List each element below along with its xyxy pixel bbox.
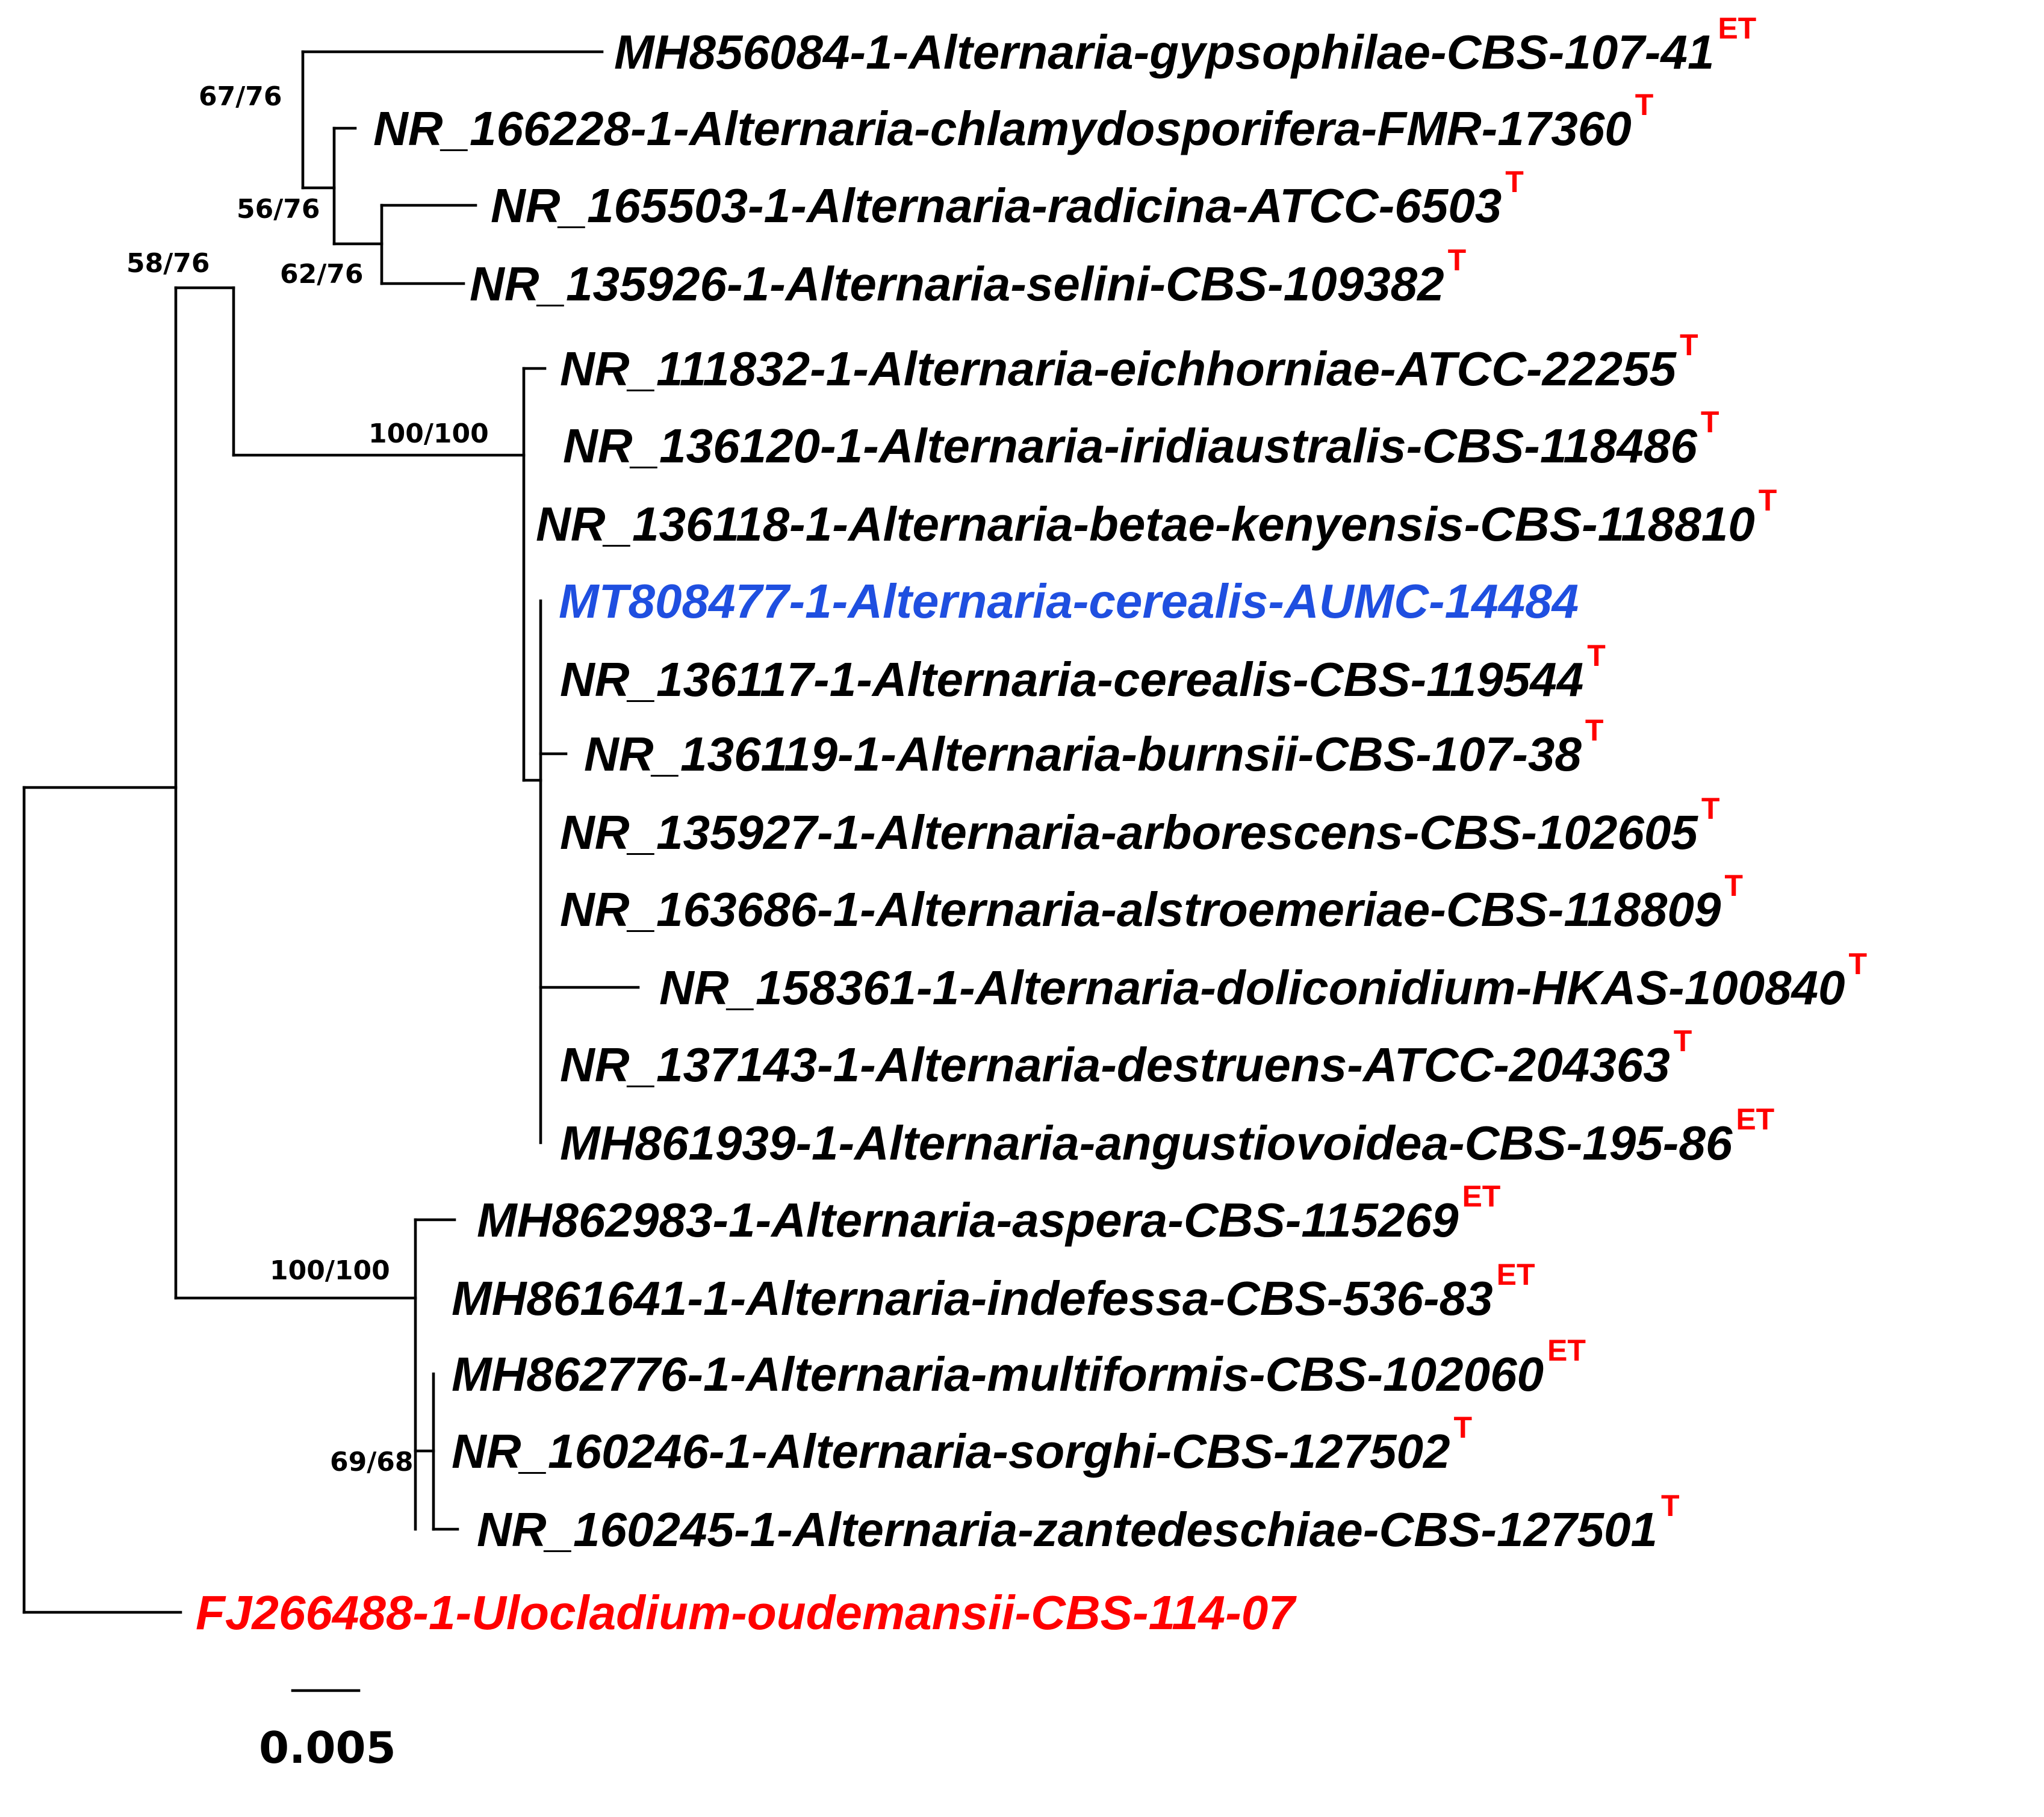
type-marker-sorghi: T xyxy=(1453,1411,1472,1444)
type-marker-arborescens: T xyxy=(1701,792,1720,825)
support-value-s4: 58/76 xyxy=(126,248,210,279)
taxon-label-doliconidium: NR_158361-1-Alternaria-doliconidium-HKAS… xyxy=(659,961,1845,1014)
taxon-label-betae-kenyensis: NR_136118-1-Alternaria-betae-kenyensis-C… xyxy=(536,497,1755,551)
taxon-label-iridiaustralis: NR_136120-1-Alternaria-iridiaustralis-CB… xyxy=(563,419,1697,473)
type-marker-destruens: T xyxy=(1674,1024,1692,1058)
support-values: 67/76 56/76 62/76 58/76 100/100 100/100 69/68 xyxy=(126,81,489,1477)
type-marker-chlamydosporifera: T xyxy=(1635,88,1654,122)
type-marker-doliconidium: T xyxy=(1849,947,1868,981)
taxon-label-multiformis: MH862776-1-Alternaria-multiformis-CBS-10… xyxy=(452,1347,1544,1401)
taxon-label-destruens: NR_137143-1-Alternaria-destruens-ATCC-20… xyxy=(560,1038,1670,1092)
type-marker-radicina: T xyxy=(1505,165,1524,199)
taxon-labels: MH856084-1-Alternaria-gypsophilae-CBS-10… xyxy=(196,11,1867,1639)
taxon-label-cerealis-cbs: NR_136117-1-Alternaria-cerealis-CBS-1195… xyxy=(560,653,1583,706)
taxon-label-indefessa: MH861641-1-Alternaria-indefessa-CBS-536-… xyxy=(452,1272,1493,1325)
taxon-label-eichhorniae: NR_111832-1-Alternaria-eichhorniae-ATCC-… xyxy=(560,342,1677,396)
type-marker-selini: T xyxy=(1448,243,1467,277)
taxon-label-cerealis-aumc: MT808477-1-Alternaria-cerealis-AUMC-1448… xyxy=(559,574,1579,628)
taxon-label-zantedeschiae: NR_160245-1-Alternaria-zantedeschiae-CBS… xyxy=(477,1503,1657,1556)
support-value-s2: 56/76 xyxy=(237,194,320,225)
support-value-s3: 62/76 xyxy=(280,259,364,290)
tree-branches xyxy=(22,50,640,1614)
type-marker-angustiovoidea: ET xyxy=(1736,1102,1774,1136)
taxon-label-chlamydosporifera: NR_166228-1-Alternaria-chlamydosporifera… xyxy=(373,102,1632,155)
type-marker-cerealis-cbs: T xyxy=(1587,639,1606,672)
scale-bar: 0.005 xyxy=(259,1689,396,1773)
taxon-label-selini: NR_135926-1-Alternaria-selini-CBS-109382 xyxy=(470,257,1444,311)
type-marker-alstroemeriae: T xyxy=(1724,869,1743,902)
type-marker-aspera: ET xyxy=(1462,1179,1500,1213)
taxon-label-alstroemeriae: NR_163686-1-Alternaria-alstroemeriae-CBS… xyxy=(560,883,1721,936)
type-marker-indefessa: ET xyxy=(1497,1258,1535,1291)
type-marker-eichhorniae: T xyxy=(1680,328,1698,362)
type-marker-iridiaustralis: T xyxy=(1701,405,1719,439)
support-value-s1: 67/76 xyxy=(199,81,282,112)
type-marker-betae-kenyensis: T xyxy=(1759,483,1777,517)
support-value-s6: 100/100 xyxy=(270,1255,390,1286)
taxon-label-arborescens: NR_135927-1-Alternaria-arborescens-CBS-1… xyxy=(560,806,1698,859)
type-marker-burnsii: T xyxy=(1585,713,1604,747)
type-marker-zantedeschiae: T xyxy=(1661,1489,1680,1523)
type-marker-multiformis: ET xyxy=(1547,1334,1586,1367)
taxon-label-sorghi: NR_160246-1-Alternaria-sorghi-CBS-127502 xyxy=(452,1424,1450,1478)
taxon-label-angustiovoidea: MH861939-1-Alternaria-angustiovoidea-CBS… xyxy=(560,1116,1733,1170)
support-value-s7: 69/68 xyxy=(330,1447,414,1477)
taxon-label-burnsii: NR_136119-1-Alternaria-burnsii-CBS-107-3… xyxy=(584,727,1582,781)
scale-bar-label: 0.005 xyxy=(259,1722,396,1773)
taxon-label-ulocladium: FJ266488-1-Ulocladium-oudemansii-CBS-114… xyxy=(196,1586,1297,1639)
support-value-s5: 100/100 xyxy=(368,418,489,449)
taxon-label-gypsophilae: MH856084-1-Alternaria-gypsophilae-CBS-10… xyxy=(614,25,1714,79)
taxon-label-radicina: NR_165503-1-Alternaria-radicina-ATCC-650… xyxy=(491,179,1502,232)
type-marker-gypsophilae: ET xyxy=(1718,11,1756,45)
taxon-label-aspera: MH862983-1-Alternaria-aspera-CBS-115269 xyxy=(477,1193,1459,1247)
